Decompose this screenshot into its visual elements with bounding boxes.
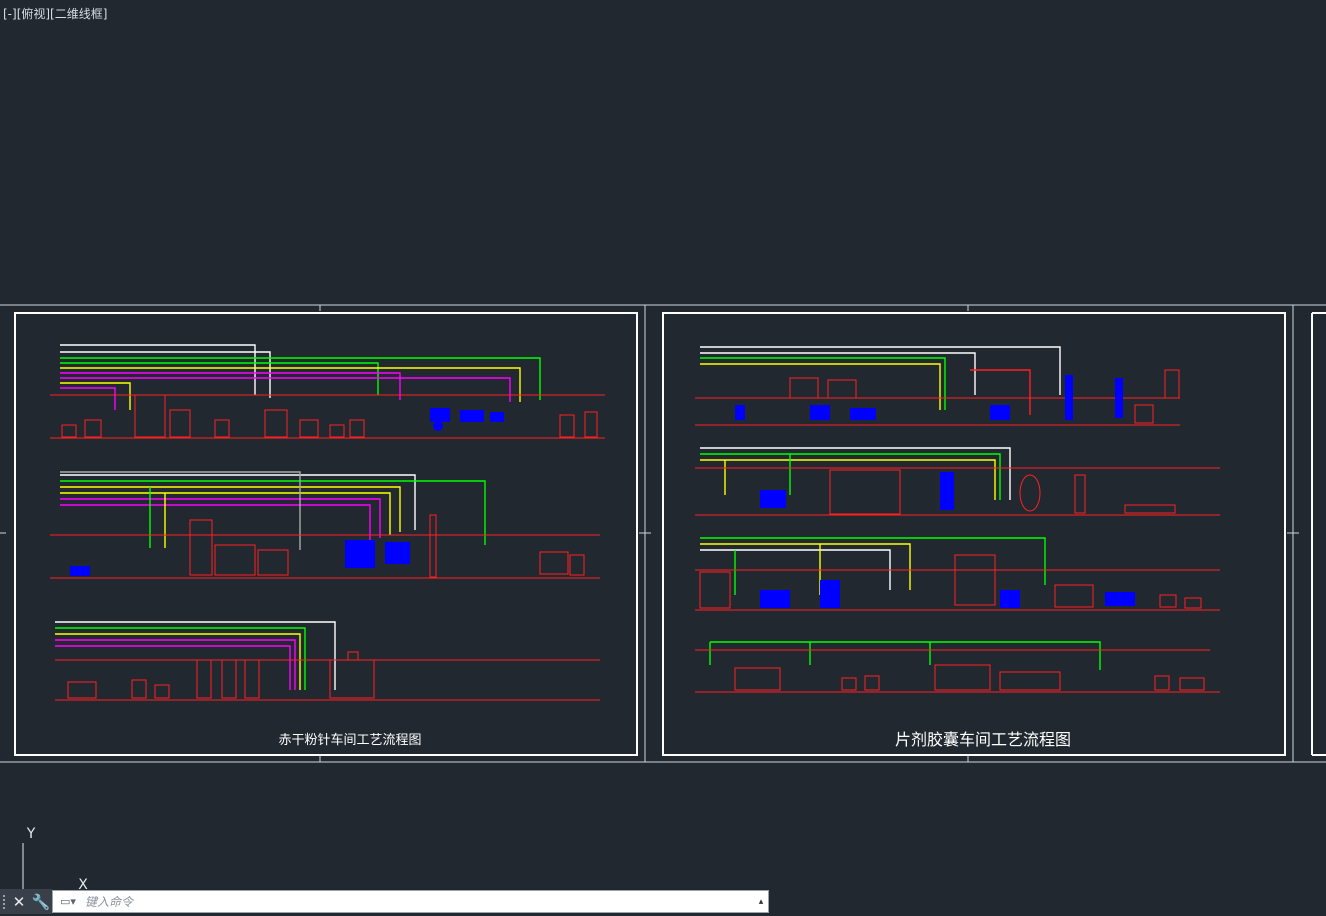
sheet1-row1-equipment	[50, 394, 605, 439]
sheet2-row1-equipment	[695, 369, 1180, 426]
sheet2-row1-pipes	[700, 346, 1061, 415]
sheet2-row2-blue	[760, 472, 954, 510]
command-line-grip[interactable]	[0, 889, 8, 914]
sheet1-row3-equipment	[55, 651, 600, 701]
layout-frames	[0, 304, 1326, 763]
sheet2-row4-pipes	[709, 641, 1101, 670]
sheet1-row3-pipes	[55, 621, 336, 690]
ucs-y-label: Y	[26, 826, 36, 842]
sheet2-row3-blue	[760, 580, 1135, 608]
viewport-controls-label[interactable]: [-][俯视][二维线框]	[3, 7, 108, 21]
customize-wrench-icon[interactable]: 🔧	[30, 889, 52, 914]
sheet2-row4-equipment	[695, 649, 1220, 693]
command-input[interactable]	[83, 893, 754, 910]
command-input-wrapper: ▭▾ ▴	[52, 890, 769, 913]
sheet1-row2-pipes	[60, 471, 486, 550]
sheet2-row3-pipes	[700, 537, 1046, 595]
sheet1-row2-blue	[70, 540, 410, 576]
sheet1-row1-blue	[430, 408, 504, 431]
sheet-2-title: 片剂胶囊车间工艺流程图	[895, 730, 1071, 749]
sheet2-row1-blue	[735, 375, 1123, 420]
command-line: ✕ 🔧 ▭▾ ▴	[0, 889, 769, 914]
sheet-2[interactable]: 片剂胶囊车间工艺流程图	[662, 312, 1286, 756]
sheet-1-title: 赤干粉针车间工艺流程图	[278, 732, 421, 748]
ucs-x-label: X	[78, 877, 88, 893]
sheet2-row2-pipes	[700, 447, 1011, 500]
sheet1-row2-equipment	[50, 514, 600, 579]
sheet2-row2-equipment	[695, 467, 1220, 516]
sheet-1[interactable]: 赤干粉针车间工艺流程图	[14, 312, 638, 756]
sheet1-row1-pipes	[60, 344, 541, 410]
recent-commands-arrow-icon[interactable]: ▴	[758, 896, 764, 907]
command-prompt-icon[interactable]: ▭▾	[60, 895, 76, 908]
sheet2-row3-equipment	[695, 554, 1220, 611]
sheet-3-partial[interactable]	[1311, 312, 1326, 756]
close-icon[interactable]: ✕	[8, 889, 30, 914]
